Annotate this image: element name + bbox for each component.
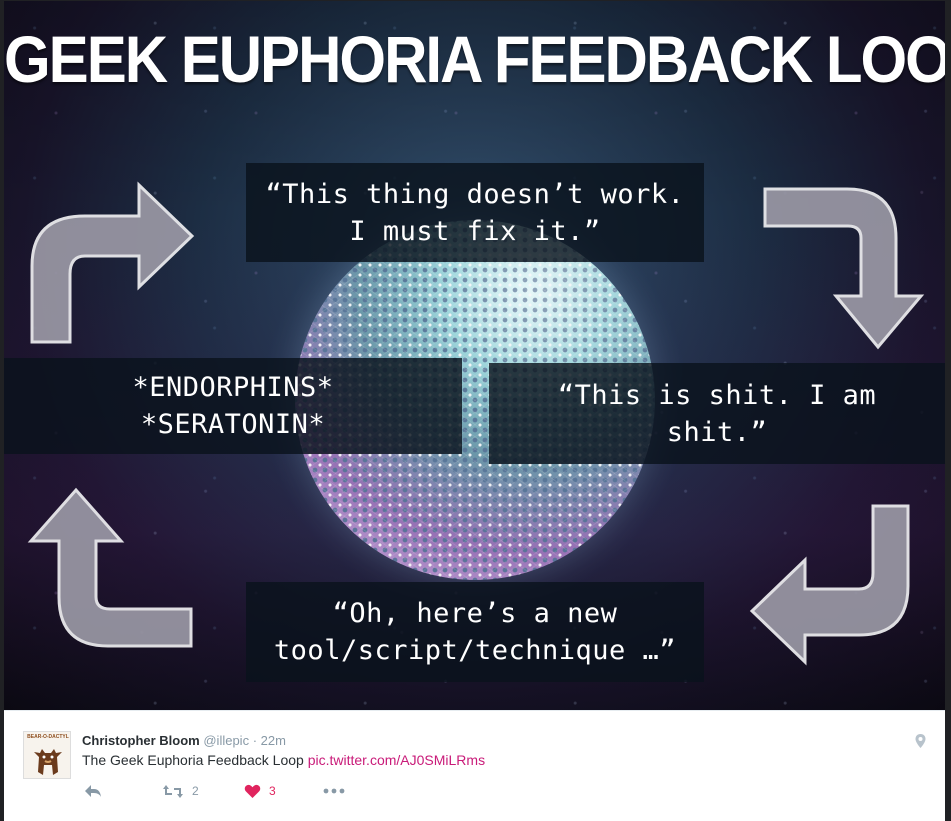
tweet-body: The Geek Euphoria Feedback Loop (82, 752, 304, 768)
self-criticism-caption-box: “This is shit. I am shit.” (489, 363, 945, 464)
bear-icon (34, 749, 62, 775)
image-link[interactable]: pic.twitter.com/AJ0SMiLRms (307, 752, 486, 768)
retweet-button[interactable]: 2 (162, 782, 199, 800)
reply-button[interactable] (84, 782, 102, 800)
author-line: Christopher Bloom @illepic · 22m (82, 733, 286, 748)
avatar-label: BEAR-O-DACTYL (27, 734, 69, 740)
more-actions-button[interactable] (323, 782, 345, 800)
meta-separator: · (252, 733, 258, 748)
reply-icon (85, 785, 101, 797)
feedback-loop-image[interactable]: GEEK EUPHORIA FEEDBACK LOOP “This thing … (4, 1, 945, 710)
curved-arrow-right-icon (30, 181, 195, 344)
image-title: GEEK EUPHORIA FEEDBACK LOOP (4, 22, 945, 97)
curved-arrow-left-icon (749, 504, 910, 666)
retweet-icon (163, 784, 183, 798)
endorphins-caption-box: *ENDORPHINS* *SERATONIN* (4, 358, 462, 454)
author-name[interactable]: Christopher Bloom (82, 733, 200, 748)
like-button[interactable]: 3 (244, 782, 276, 800)
tweet-card[interactable]: BEAR-O-DACTYL Christopher Bloom @illepic… (4, 710, 945, 821)
like-count: 3 (269, 784, 276, 798)
curved-arrow-down-icon (763, 187, 925, 350)
tweet-text: The Geek Euphoria Feedback Loop pic.twit… (82, 752, 485, 768)
new-tool-caption-box: “Oh, here’s a new tool/script/technique … (246, 582, 704, 682)
location-pin-icon[interactable] (914, 733, 927, 749)
tweet-time[interactable]: 22m (260, 733, 286, 748)
retweet-count: 2 (192, 784, 199, 798)
more-icon (323, 788, 345, 794)
avatar[interactable]: BEAR-O-DACTYL (23, 731, 71, 779)
curved-arrow-up-icon (27, 487, 193, 648)
author-handle[interactable]: @illepic (203, 733, 250, 748)
tweet-actions: 2 3 (84, 782, 364, 800)
heart-icon (244, 784, 261, 798)
problem-caption-box: “This thing doesn’t work. I must fix it.… (246, 163, 704, 262)
